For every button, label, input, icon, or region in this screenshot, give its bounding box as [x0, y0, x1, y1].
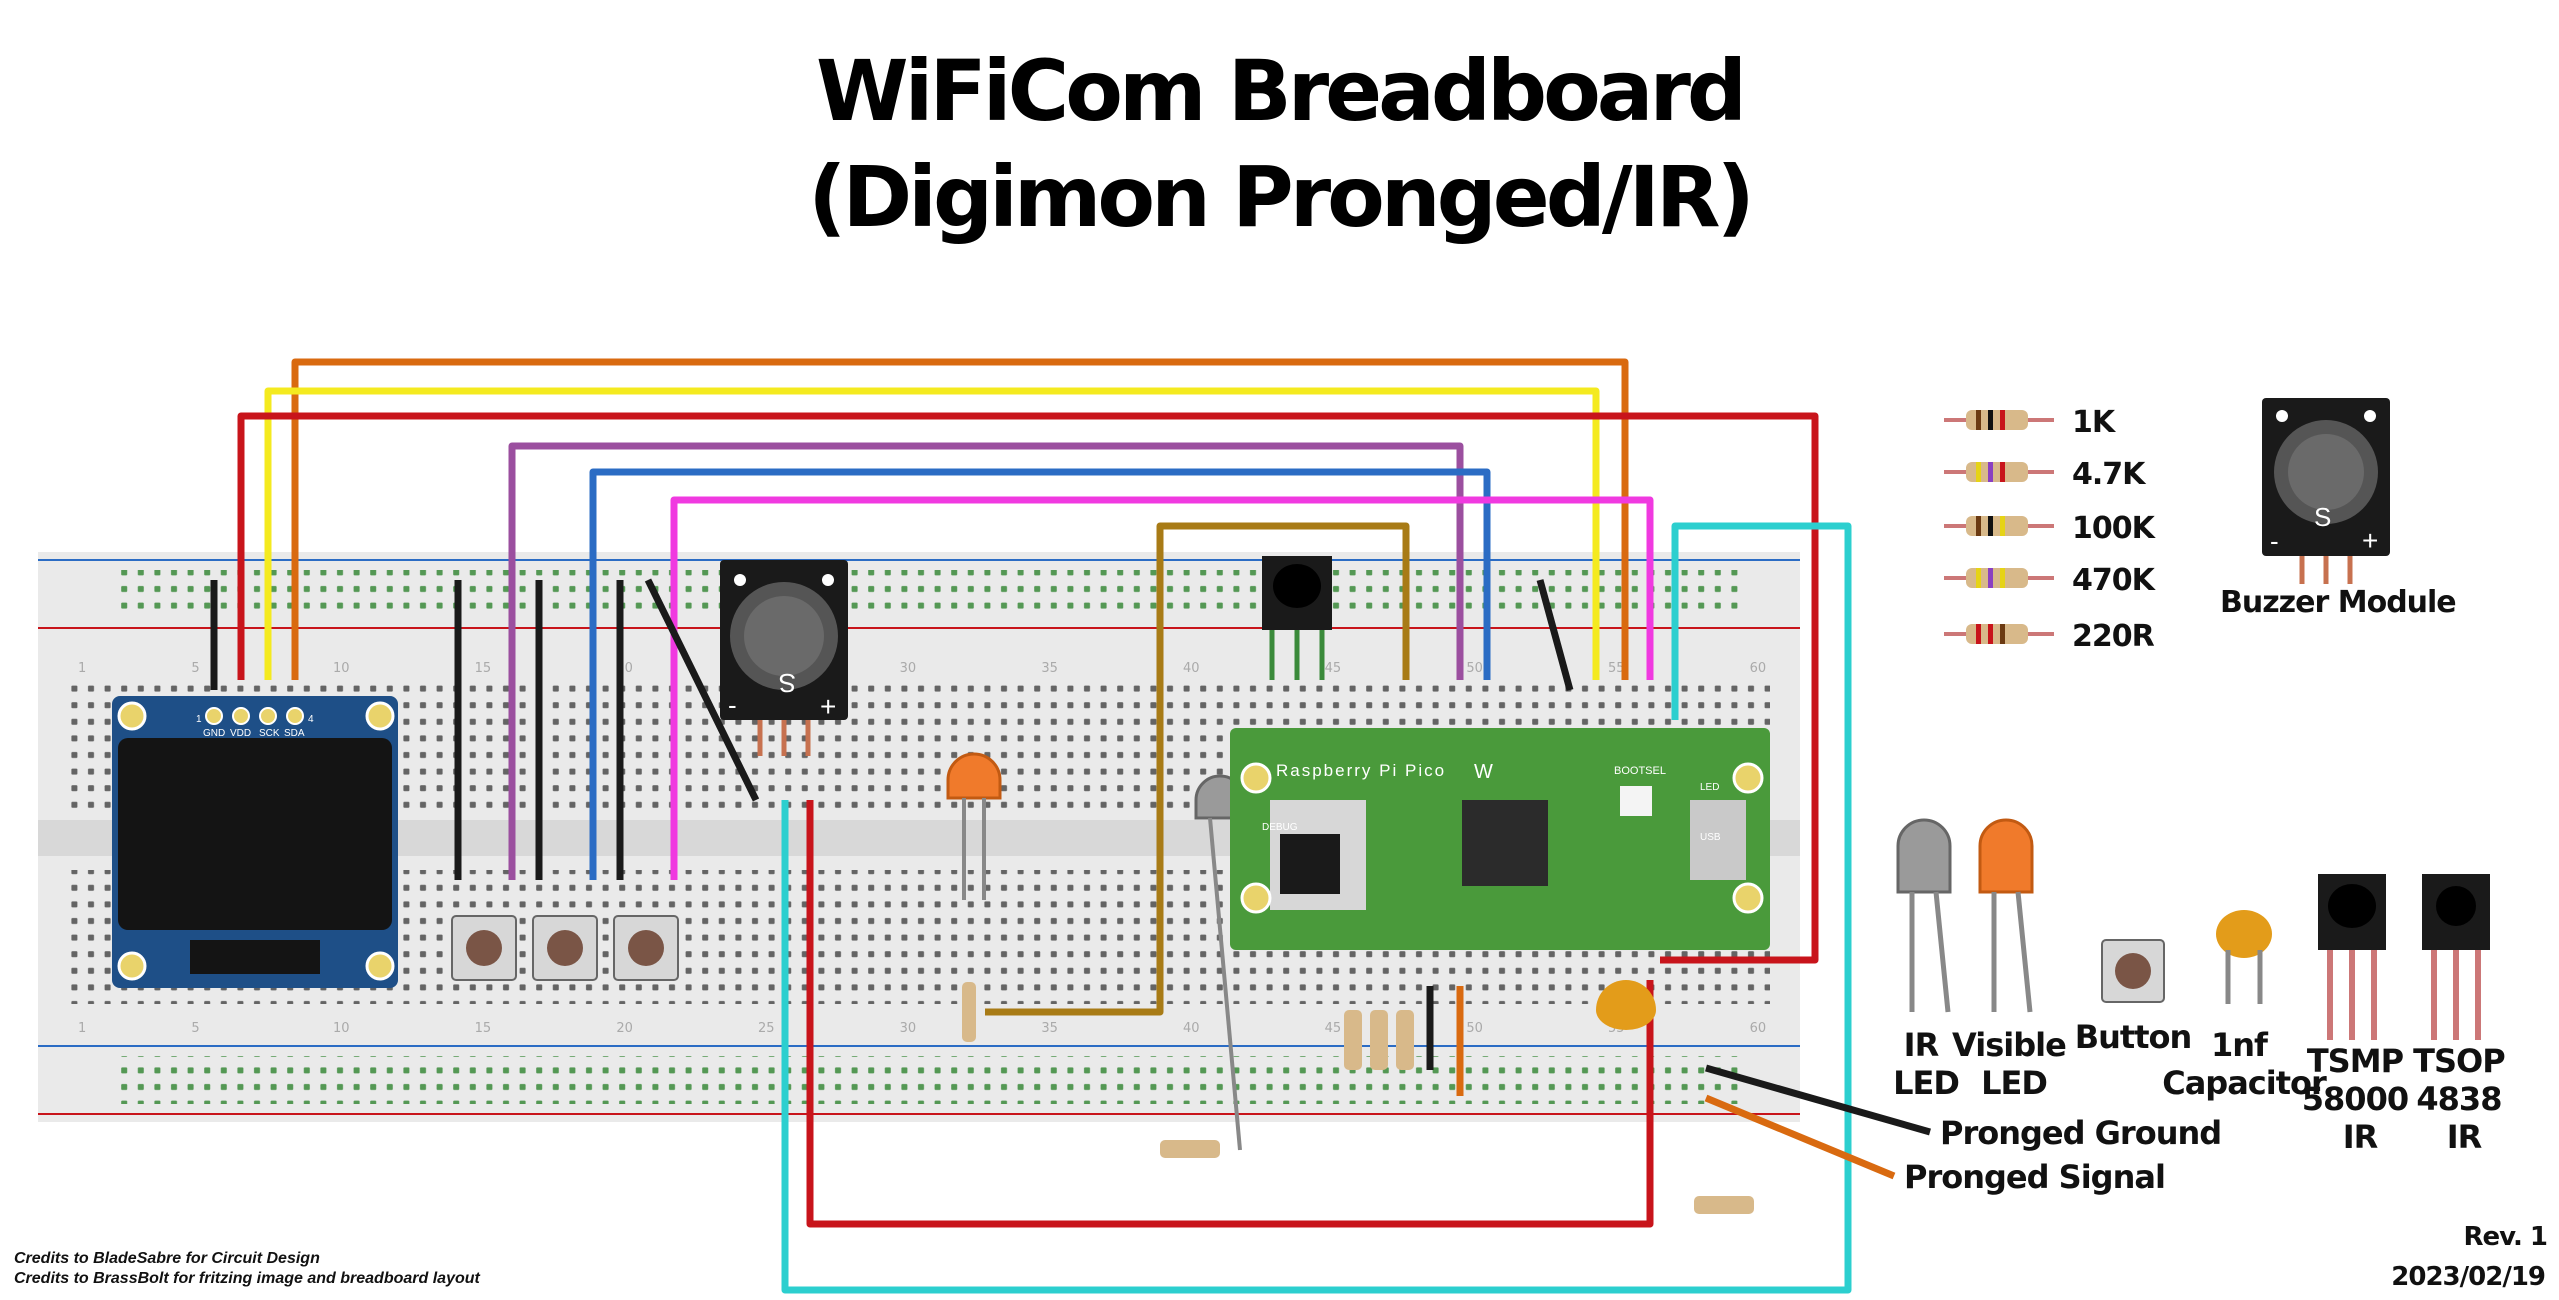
orange-wire: [291, 358, 1629, 680]
push-buttons: [451, 915, 679, 981]
resistor-220r: 220R: [1944, 619, 2156, 654]
pico-usb: USB: [1700, 832, 1721, 843]
black-wire-5: [644, 578, 760, 802]
cyan-wire-right: [781, 522, 1852, 1294]
column-number-bottom: 30: [900, 1021, 917, 1036]
column-number-bottom: 5: [191, 1021, 199, 1036]
buzzer-module-label: Buzzer Module: [2220, 585, 2456, 620]
resistor-4k7-label: 4.7K: [2072, 457, 2147, 492]
oled-display: 1 4 GND VDD SCK SDA: [112, 696, 398, 988]
column-number-bottom: 15: [475, 1021, 492, 1036]
visible-led-legend: Visible LED: [1952, 818, 2076, 1102]
column-number-top: 60: [1750, 661, 1767, 676]
column-number-top: 35: [1041, 661, 1058, 676]
component-legend: IR LED Visible LED Button 1nf Capacitor: [1893, 818, 2515, 1156]
oled-pin-vdd: VDD: [230, 728, 251, 739]
pronged-ground-wire: [1705, 1064, 1931, 1136]
diagram-title-line-1: WiFiCom Breadboard: [815, 42, 1747, 140]
revision-label: Rev. 1: [2463, 1222, 2548, 1252]
resistor-1k: 1K: [1944, 405, 2118, 440]
buzzer-board-mark: S: [779, 668, 796, 698]
credit-fritzing-layout: Credits to BrassBolt for fritzing image …: [14, 1270, 480, 1287]
tsop-legend: TSOP 4838 IR: [2413, 874, 2515, 1156]
column-number-top: 5: [191, 661, 199, 676]
column-number-bottom: 10: [333, 1021, 350, 1036]
credit-circuit-design: Credits to BladeSabre for Circuit Design: [14, 1250, 320, 1267]
column-number-top: 45: [1325, 661, 1342, 676]
oled-pin-sck: SCK: [259, 728, 280, 739]
oled-pin-4: 4: [308, 714, 314, 725]
resistor-100k: 100K: [1944, 511, 2158, 546]
resistor-220r-label: 220R: [2072, 619, 2155, 654]
resistor-470k-label: 470K: [2072, 563, 2157, 598]
resistor-100k-label: 100K: [2072, 511, 2157, 546]
red-wire-top: [237, 412, 1819, 964]
tsmp-label: TSMP 58000 IR: [2302, 1042, 2418, 1156]
column-number-bottom: 40: [1183, 1021, 1200, 1036]
oled-pin-gnd: GND: [203, 728, 225, 739]
diagram-title-line-2: (Digimon Pronged/IR): [808, 148, 1755, 246]
column-number-bottom: 45: [1325, 1021, 1342, 1036]
tsop-label: TSOP 4838 IR: [2413, 1042, 2515, 1156]
pronged-signal-wire: [1704, 1094, 1896, 1180]
raspberry-pi-pico-w: Raspberry Pi Pico W BOOTSEL LED USB DEBU…: [1230, 728, 1770, 950]
column-number-top: 30: [900, 661, 917, 676]
revision-date: 2023/02/19: [2391, 1262, 2546, 1292]
black-wire-6: [1536, 579, 1574, 691]
buzzer-legend-plus: +: [2362, 525, 2378, 556]
buzzer-board-minus: -: [728, 690, 737, 720]
oled-pin-sda: SDA: [284, 728, 305, 739]
pico-led: LED: [1700, 782, 1719, 793]
button-label: Button: [2075, 1018, 2192, 1056]
ir-led-legend: IR LED: [1893, 818, 1960, 1102]
resistor-4k7: 4.7K: [1944, 457, 2148, 492]
visible-led-label: Visible LED: [1952, 1026, 2076, 1102]
pico-bootsel: BOOTSEL: [1614, 765, 1666, 777]
pico-debug: DEBUG: [1262, 822, 1298, 833]
column-number-top: 1: [78, 661, 86, 676]
capacitor-legend: 1nf Capacitor: [2162, 910, 2328, 1102]
blue-wire: [589, 468, 1491, 880]
pico-suffix: W: [1474, 761, 1493, 783]
column-number-top: 40: [1183, 661, 1200, 676]
board-resistors: [962, 980, 1754, 1214]
brown-wire: [985, 522, 1410, 1016]
bottom-power-rail: [120, 1056, 1740, 1104]
buzzer-legend-minus: -: [2270, 526, 2279, 556]
button-legend: Button: [2075, 939, 2192, 1056]
column-number-bottom: 60: [1750, 1021, 1767, 1036]
ir-led-label: IR LED: [1893, 1026, 1959, 1102]
resistor-legend: 1K 4.7K 100K 470K: [1944, 405, 2158, 654]
column-number-bottom: 50: [1466, 1021, 1483, 1036]
buzzer-board-plus: +: [820, 691, 836, 722]
column-number-bottom: 35: [1041, 1021, 1058, 1036]
yellow-wire: [264, 387, 1600, 680]
column-number-top: 50: [1466, 661, 1483, 676]
resistor-470k: 470K: [1944, 563, 2158, 598]
top-power-rail: [120, 570, 1740, 618]
buzzer-module-legend: S - + Buzzer Module: [2220, 398, 2457, 620]
buzzer-on-board: S - +: [720, 560, 848, 756]
column-number-bottom: 25: [758, 1021, 775, 1036]
pronged-signal-label: Pronged Signal: [1904, 1158, 2165, 1196]
column-number-bottom: 20: [616, 1021, 633, 1036]
tsmp-legend: TSMP 58000 IR: [2302, 874, 2418, 1156]
red-wire-bottom: [806, 800, 1654, 1228]
oled-pin-1: 1: [196, 714, 202, 725]
pico-name: Raspberry Pi Pico: [1276, 761, 1446, 780]
capacitor-label: 1nf Capacitor: [2162, 1026, 2327, 1102]
resistor-1k-label: 1K: [2072, 405, 2117, 440]
column-number-top: 10: [333, 661, 350, 676]
column-number-top: 15: [475, 661, 492, 676]
tsmp-on-board: [1262, 556, 1332, 680]
wires: [210, 358, 1931, 1294]
column-number-top: 55: [1608, 661, 1625, 676]
pronged-ground-label: Pronged Ground: [1940, 1114, 2221, 1152]
magenta-wire: [670, 496, 1654, 880]
column-number-bottom: 1: [78, 1021, 86, 1036]
purple-wire: [508, 442, 1464, 880]
buzzer-legend-mark: S: [2314, 502, 2331, 532]
